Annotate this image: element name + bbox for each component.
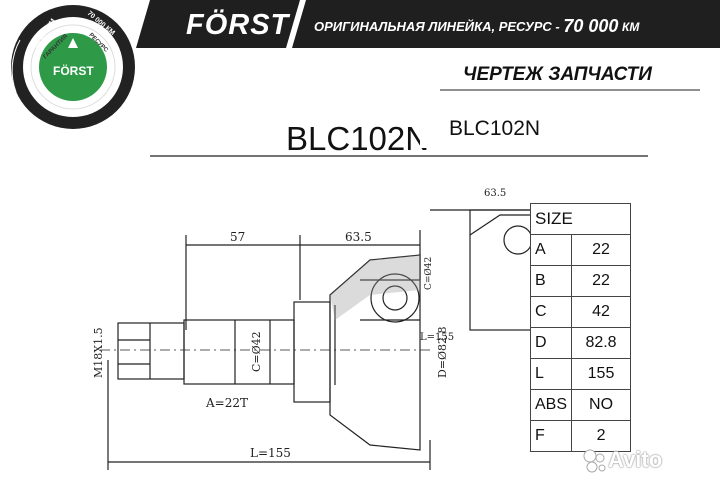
dim-diam-c-small: C=Ø42: [424, 256, 434, 290]
header-background: [136, 0, 720, 48]
tagline-value: 70 000: [563, 16, 619, 36]
dim-thread: M18X1.5: [92, 327, 105, 378]
part-number-secondary: BLC102N: [449, 117, 541, 140]
spec-key: D: [529, 327, 573, 359]
spec-value: 82.8: [571, 327, 632, 359]
dim-diam-d: D=Ø82.8: [436, 326, 449, 378]
part-number-main: BLC102N: [286, 120, 430, 157]
spec-value: 2: [571, 420, 632, 452]
spec-key: F: [529, 420, 573, 452]
dim-57: 57: [230, 230, 246, 244]
subtitle-underline: [440, 89, 700, 91]
forst-badge-icon: [11, 5, 135, 129]
spec-key: A: [529, 234, 573, 266]
tagline-unit: КМ: [622, 20, 640, 34]
brand-name: FÖRST: [186, 9, 290, 41]
badge-logo: FÖRST: [53, 64, 94, 78]
spec-key: C: [529, 296, 573, 328]
dim-63-5: 63.5: [345, 230, 372, 244]
header-bar: FÖRST ОРИГИНАЛЬНАЯ ЛИНЕЙКА, РЕСУРС - 70 …: [0, 0, 720, 50]
spec-key: ABS: [529, 389, 573, 421]
dim-length: L=155: [250, 446, 291, 460]
spec-value: 155: [571, 358, 632, 390]
dim-diam-c: C=Ø42: [250, 331, 263, 372]
spec-key: L: [529, 358, 573, 390]
dim-spline-a: A=22T: [206, 396, 248, 410]
spec-value: NO: [571, 389, 632, 421]
dim-length-small: L=155: [420, 332, 455, 343]
spec-table-title: SIZE: [529, 203, 632, 235]
spec-value: 42: [571, 296, 632, 328]
avito-watermark: Avito: [608, 447, 663, 472]
cv-joint-drawing: [100, 209, 541, 470]
title-underline: [150, 155, 648, 157]
spec-table-header: SIZE: [529, 203, 632, 235]
avito-logo-icon: [583, 449, 606, 473]
tagline: ОРИГИНАЛЬНАЯ ЛИНЕЙКА, РЕСУРС - 70 000 КМ: [314, 16, 639, 37]
dim-63-5-small: 63.5: [484, 188, 507, 199]
tagline-prefix: ОРИГИНАЛЬНАЯ ЛИНЕЙКА, РЕСУРС -: [314, 19, 560, 34]
spec-value: 22: [571, 265, 632, 297]
spec-value: 22: [571, 234, 632, 266]
drawing-subtitle: ЧЕРТЕЖ ЗАПЧАСТИ: [463, 64, 652, 85]
overlay-patch: [420, 112, 540, 148]
spec-key: B: [529, 265, 573, 297]
